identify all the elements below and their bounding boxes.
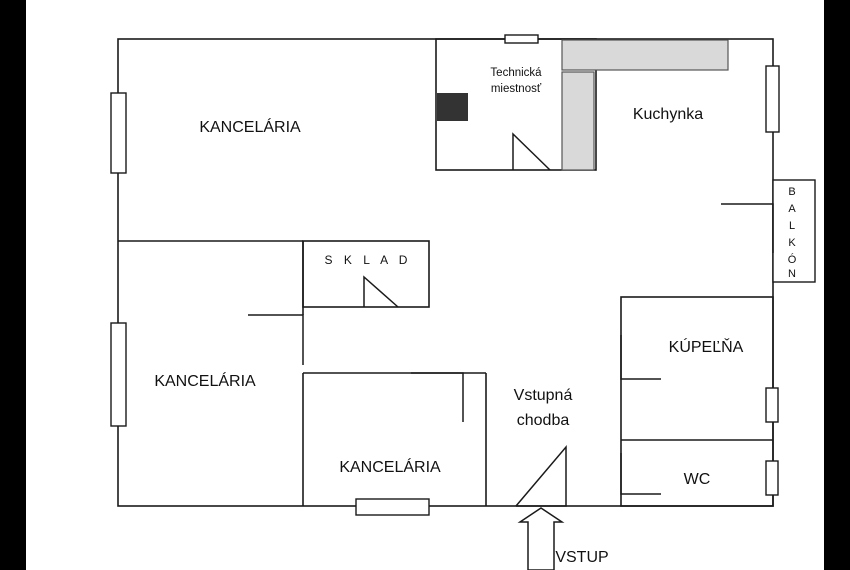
label-technical-line2: miestnosť: [491, 83, 542, 95]
window-bathroom: [765, 387, 779, 423]
door-wc: [620, 453, 661, 495]
label-hallway-line2: chodba: [517, 412, 570, 429]
boiler-appliance: [437, 93, 468, 121]
label-kitchen: Kuchynka: [633, 106, 703, 123]
window-technical: [504, 34, 539, 44]
balcony-letter: B: [788, 186, 795, 198]
door-storage: [363, 275, 399, 308]
kitchen-counter-top: [561, 39, 729, 71]
door-entrance: [515, 444, 567, 507]
balcony-letter: A: [788, 203, 796, 215]
window-top-left: [110, 92, 127, 174]
window-bottom-office: [355, 498, 430, 516]
balcony-letter: N: [788, 268, 796, 280]
door-bathroom: [620, 335, 661, 380]
right-border-bar: [824, 0, 850, 570]
storage-walls: [302, 240, 430, 308]
door-technical: [512, 132, 551, 171]
door-office-left: [248, 314, 304, 365]
balcony-letter: L: [789, 220, 795, 232]
label-hallway-line1: Vstupná: [514, 387, 573, 404]
label-entrance: VSTUP: [555, 549, 608, 566]
label-office-top: KANCELÁRIA: [199, 117, 301, 136]
balcony-letter: Ó: [788, 253, 797, 266]
window-kitchen: [765, 65, 780, 133]
door-balcony: [721, 203, 774, 253]
entrance-arrow-icon: [517, 507, 565, 570]
label-bathroom: KÚPEĽŇA: [669, 337, 744, 356]
label-office-bottom: KANCELÁRIA: [339, 457, 441, 476]
door-office-bottom: [411, 372, 464, 422]
balcony-box: [772, 179, 816, 283]
left-border-bar: [0, 0, 26, 570]
label-storage: S K L A D: [325, 253, 412, 267]
label-office-left: KANCELÁRIA: [154, 371, 256, 390]
kitchen-counter-side: [561, 71, 595, 171]
balcony-letter: K: [788, 237, 796, 249]
label-wc: WC: [684, 471, 711, 488]
window-left: [110, 322, 127, 427]
window-wc: [765, 460, 779, 496]
label-technical-line1: Technická: [490, 67, 542, 79]
